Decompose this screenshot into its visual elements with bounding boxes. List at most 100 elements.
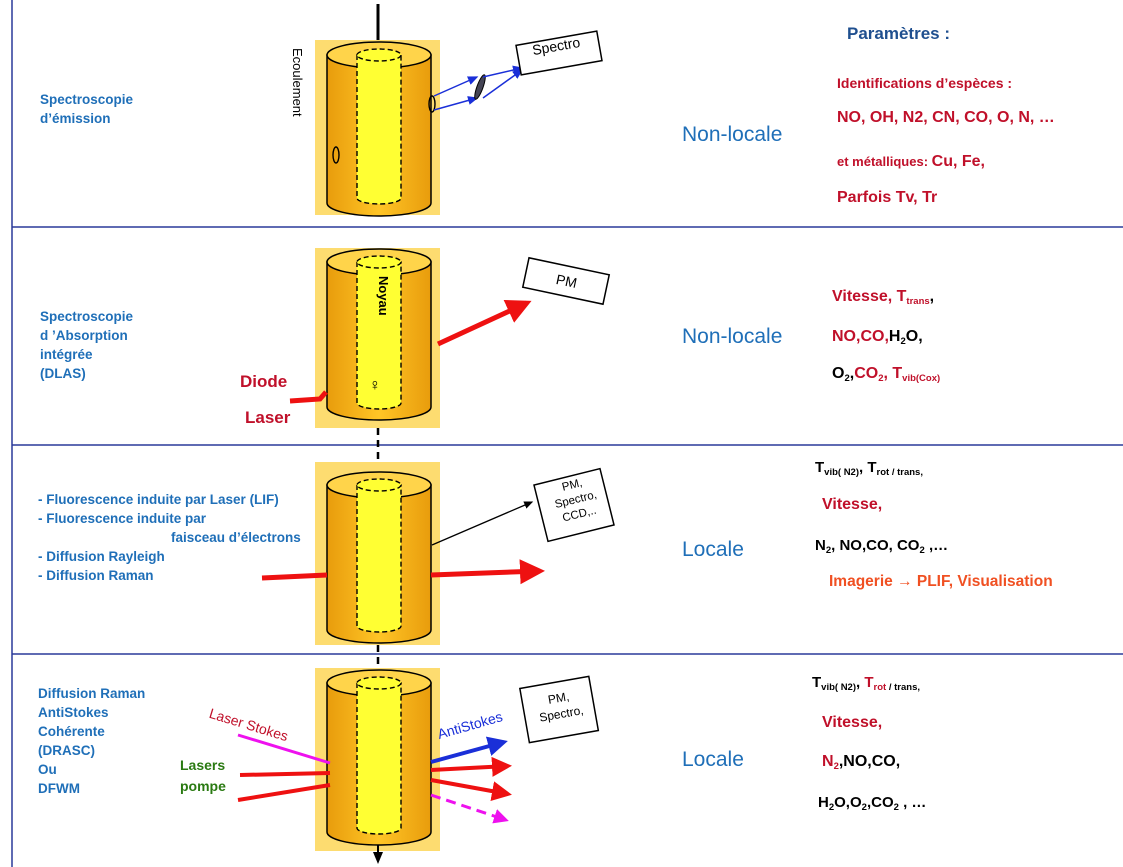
param-text: H [818,794,829,811]
param-sub: 2 [828,802,835,813]
cylinder-3 [326,471,432,644]
param-sub: vib(Cox) [902,373,941,384]
locality-row-4: Locale [682,748,744,771]
pump-label-1: Lasers [180,757,226,773]
param-text: T [812,674,822,691]
method-line: - Fluorescence induite par [38,511,207,526]
method-line: AntiStokes [38,705,109,720]
method-line: intégrée [40,347,93,362]
method-line: d’émission [40,111,111,126]
param-text: O,O [834,794,862,811]
param-text: ,NO,CO, [838,753,901,770]
param-text: PLIF, Visualisation [912,573,1053,590]
param-sub: trans [906,296,930,307]
param-text: , … [898,794,927,811]
param-sub: rot / trans, [876,467,923,478]
method-line: - Fluorescence induite par Laser (LIF) [38,492,279,507]
param-text: T [815,459,825,476]
method-emission: Spectroscopie d’émission [40,90,133,128]
laser-path-2 [289,256,611,404]
flow-label: Ecoulement [290,48,305,117]
param-sub: / trans, [886,682,920,693]
param-text: Cu, Fe, [931,153,985,170]
laser-label: Laser [245,408,291,427]
param-text: Imagerie [829,573,898,590]
core-label: Noyau [376,276,391,316]
param-sub: 2 [861,802,867,813]
param-r4-l4: H2O,O2,CO2 , … [818,793,926,813]
param-sub: 2 [919,545,925,556]
param-sub: 2 [833,761,839,772]
param-text: , [856,674,865,691]
params-header: Paramètres : [847,24,951,43]
param-text: CO [854,365,879,382]
param-text: , NO,CO, CO [831,537,920,554]
method-line: Diffusion Raman [38,686,146,701]
method-line: - Diffusion Raman [38,568,154,583]
laser-path-3 [261,467,615,585]
param-text: T [864,674,874,691]
param-text: H [888,328,901,345]
param-temperatures: Parfois Tv, Tr [837,189,938,206]
param-text: ,CO [866,794,894,811]
cylinder-2 [326,248,432,421]
param-r3-l1: Tvib( N2), Trot / trans, [815,458,923,478]
param-text: O [832,365,845,382]
param-r2-l1: Vitesse, Ttrans, [832,287,934,307]
param-text: N [822,753,834,770]
optics-1 [433,30,603,111]
method-line: Ou [38,762,57,777]
cylinder-1 [326,41,436,217]
param-r3-imaging: Imagerie → PLIF, Visualisation [829,572,1053,592]
cylinder-4 [326,669,432,846]
diode-label: Diode [240,372,288,391]
locality-row-3: Locale [682,538,744,561]
param-text: ,… [924,537,949,554]
locality-row-2: Non-locale [682,325,783,348]
param-r3-velocity: Vitesse, [822,496,883,513]
flow-arrow-down [373,852,383,864]
method-line: Cohérente [38,724,105,739]
param-sub: 2 [900,336,906,347]
param-r4-l1: Tvib( N2), Trot / trans, [812,673,920,693]
param-text: O, [905,328,923,345]
method-dlas: Spectroscopie d ’Absorption intégrée (DL… [40,307,133,383]
laser-beams-4 [237,675,600,824]
param-text: NO,CO, [832,328,889,345]
venus-symbol: ♀ [369,377,381,394]
param-r4-velocity: Vitesse, [822,714,883,731]
param-sub: 2 [825,545,832,556]
param-text: Vitesse, [832,288,897,305]
param-text: N [815,537,826,554]
param-text: , [883,365,893,382]
param-sub: vib( N2) [821,682,857,693]
param-text: et métalliques: [837,154,932,169]
method-line: DFWM [38,781,80,796]
param-sub: 2 [878,373,884,384]
param-r2-l3: O2,CO2, Tvib(Cox) [832,364,940,384]
method-line: (DRASC) [38,743,95,758]
param-text: , T [859,459,877,476]
pump-label-2: pompe [180,778,226,794]
param-text: , [929,288,935,305]
param-sub: vib( N2) [824,467,860,478]
param-r4-l3: N2,NO,CO, [822,752,900,772]
param-metals: et métalliques: Cu, Fe, [837,152,985,172]
method-line: d ’Absorption [40,328,128,343]
method-line: faisceau d’électrons [171,530,301,545]
param-species-title: Identifications d’espèces : [837,75,1013,91]
param-sub: 2 [893,802,899,813]
method-line: (DLAS) [40,366,86,381]
param-text: , [849,365,855,382]
param-sub: rot [873,682,887,693]
param-r2-l2: NO,CO,H2O, [832,327,923,347]
locality-row-1: Non-locale [682,123,783,146]
param-sub: 2 [844,373,850,384]
param-species-list: NO, OH, N2, CN, CO, O, N, … [837,109,1055,126]
method-line: Spectroscopie [40,309,134,324]
method-line: - Diffusion Rayleigh [38,549,165,564]
method-drasc: Diffusion Raman AntiStokes Cohérente (DR… [38,684,145,798]
method-line: Spectroscopie [40,92,134,107]
